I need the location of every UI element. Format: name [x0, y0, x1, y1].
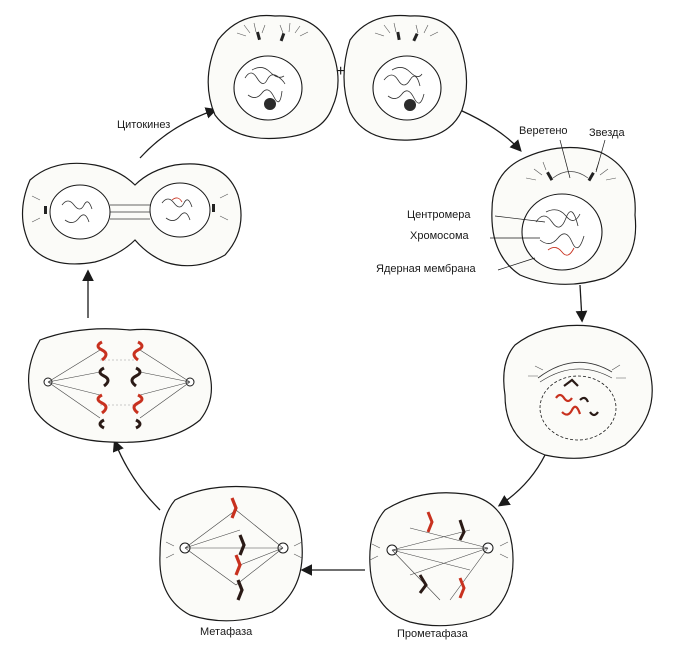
label-nuclear-membrane: Ядерная мембрана [376, 263, 476, 275]
telophase-cell [21, 162, 242, 267]
label-prometaphase: Прометафаза [397, 628, 468, 640]
arrow-late-prophase-to-prometaphase [497, 454, 546, 507]
arrow-telophase-to-interphase [139, 107, 218, 159]
prophase-cell [491, 146, 637, 285]
cycle-arrows [82, 107, 588, 576]
leader-nuclear-membrane [497, 257, 536, 271]
interphase-cell-right [343, 14, 468, 141]
label-centromere: Центромера [407, 209, 471, 221]
prometaphase-cell [369, 492, 514, 627]
label-cytokinesis: Цитокинез [117, 119, 171, 131]
metaphase-cell [159, 485, 303, 622]
arrow-metaphase-to-anaphase [112, 439, 161, 511]
arrow-prophase-to-late-prophase [575, 284, 588, 323]
interphase-cell-left [207, 14, 339, 140]
label-chromosome: Хромосома [410, 230, 469, 242]
label-metaphase: Метафаза [200, 626, 253, 638]
label-aster: Звезда [589, 127, 625, 139]
anaphase-cell [27, 328, 213, 443]
leader-lines [490, 139, 606, 271]
label-spindle: Веретено [519, 125, 568, 137]
plus-sign: + [336, 63, 345, 80]
leader-aster [595, 139, 606, 173]
leader-spindle [559, 139, 571, 179]
arrow-interphase-to-prophase [459, 109, 522, 152]
late-prophase-cell [503, 324, 653, 459]
leader-centromere [494, 215, 546, 223]
